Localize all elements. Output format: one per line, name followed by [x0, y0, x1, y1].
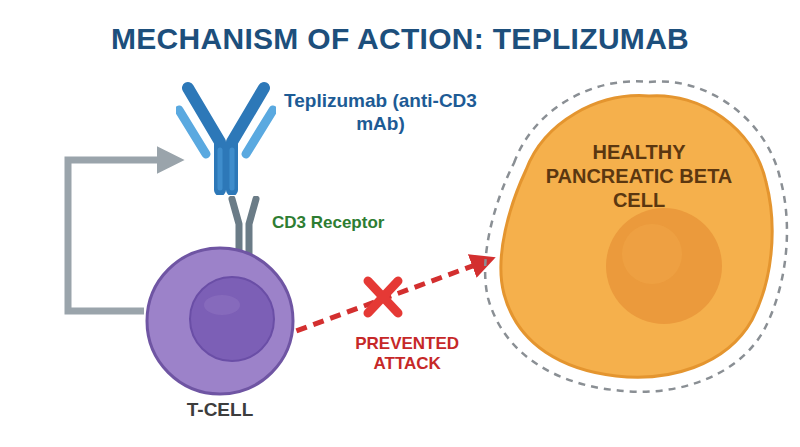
- beta-cell-label: HEALTHY PANCREATIC BETA CELL: [534, 140, 744, 212]
- receptor-label: CD3 Receptor: [272, 213, 422, 233]
- edge-label: PREVENTED ATTACK: [344, 334, 470, 373]
- antibody-node: Teplizumab (anti-CD3 mAb): [176, 80, 486, 195]
- node-shape: [140, 245, 300, 397]
- diagram-title: MECHANISM OF ACTION: TEPLIZUMAB: [0, 22, 800, 56]
- drug-label: Teplizumab (anti-CD3 mAb): [278, 90, 483, 136]
- node-shape: [474, 68, 794, 402]
- attack-arrow: [296, 262, 484, 331]
- t-cell-node: T-CELL: [140, 245, 300, 430]
- receptor-node: CD3 Receptor: [224, 196, 424, 254]
- beta-cell-node: HEALTHY PANCREATIC BETA CELL: [474, 68, 794, 402]
- node-shape: [224, 196, 264, 254]
- node-shape: [176, 80, 276, 195]
- cell-label: T-CELL: [140, 399, 300, 422]
